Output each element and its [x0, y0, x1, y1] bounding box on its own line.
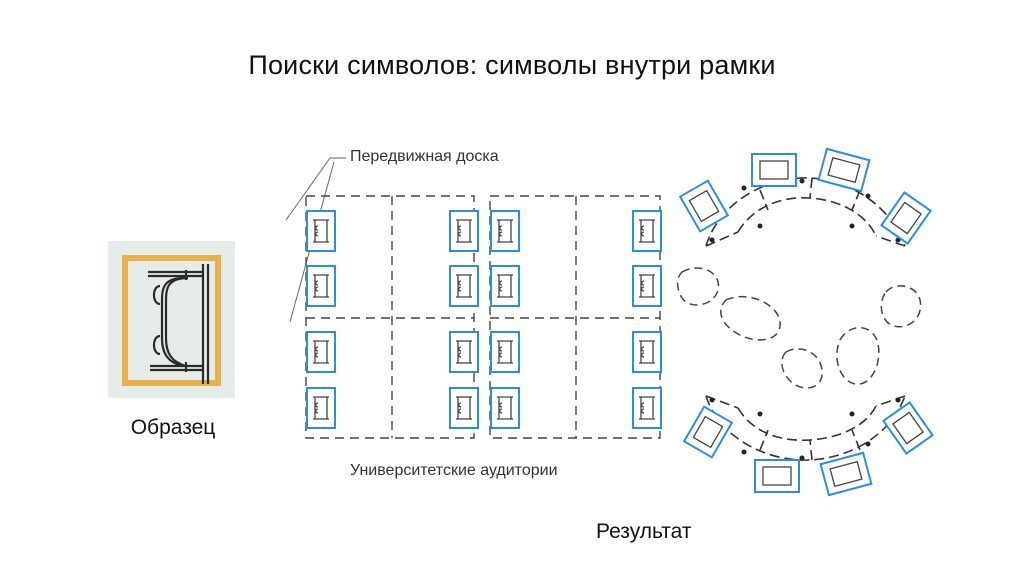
detection-box [306, 210, 336, 252]
detection-box [632, 387, 662, 429]
result-label: Результат [596, 520, 692, 543]
auditorium-label: Университетские аудитории [350, 462, 558, 479]
detection-box [490, 265, 520, 307]
detection-box [490, 210, 520, 252]
detection-box [817, 147, 871, 193]
detection-box [632, 331, 662, 373]
detection-box [490, 387, 520, 429]
detection-box [449, 265, 479, 307]
detection-box [880, 191, 932, 245]
moving-board-label: Передвижная доска [350, 148, 499, 165]
detection-box [306, 387, 336, 429]
slide-title: Поиски символов: символы внутри рамки [248, 50, 776, 80]
auditorium-detections [306, 210, 662, 429]
detection-box [682, 405, 734, 459]
detection-box [751, 153, 797, 187]
sample-label: Образец [130, 416, 216, 439]
result-plan [676, 147, 934, 497]
detection-box [449, 210, 479, 252]
detection-box [632, 210, 662, 252]
auditorium-plan [305, 195, 661, 439]
sample-frame [122, 255, 221, 386]
detection-box [306, 265, 336, 307]
detection-box [678, 179, 730, 233]
detection-box [306, 331, 336, 373]
detection-box [632, 265, 662, 307]
sample-background [108, 241, 235, 398]
detection-box [882, 401, 934, 455]
detection-box [819, 451, 873, 497]
detection-box [449, 387, 479, 429]
detection-box [754, 459, 800, 493]
detection-box [449, 331, 479, 373]
sample-symbol [148, 264, 210, 384]
sample-image [108, 241, 235, 398]
detection-box [490, 331, 520, 373]
